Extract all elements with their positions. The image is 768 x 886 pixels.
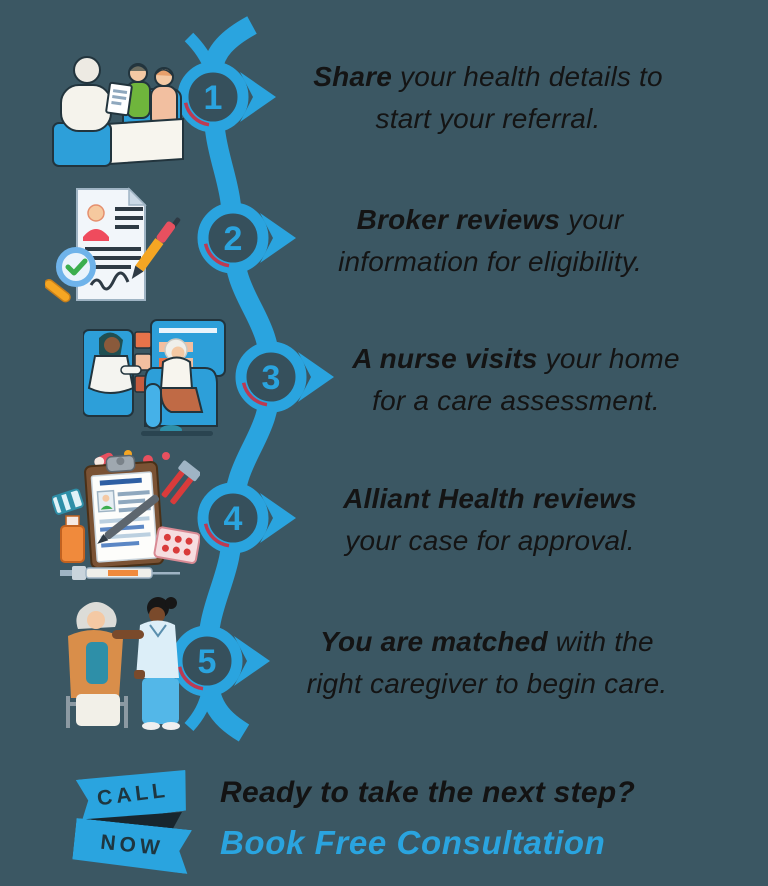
step-1-line2: start your referral. [375,103,601,134]
step-5-line1: with the [547,626,654,657]
arrow-right-icon [260,213,296,263]
step-5-lead: You are matched [320,626,548,657]
document-review-illustration [45,187,181,303]
step-1-line1: your health details to [392,61,663,92]
step-2-text: Broker reviews your information for elig… [288,199,692,283]
clipboard-icon [84,454,165,569]
step-1-lead: Share [313,61,393,92]
medical-records-illustration [52,450,200,580]
arrow-right-icon [240,72,276,122]
step-4-line2: your case for approval. [345,525,635,556]
arrow-right-icon [234,636,270,686]
step-2-line1: your [560,204,624,235]
step-1-number: 1 [204,79,223,117]
step-4-lead: Alliant Health reviews [343,483,637,514]
now-label: NOW [99,830,165,861]
pen-icon [131,217,181,280]
step-3-lead: A nurse visits [352,343,538,374]
medical-tool-icon [161,460,200,505]
step-5-line2: right caregiver to begin care. [306,668,668,699]
magnifier-check-icon [45,247,96,303]
syringe-icon [60,566,180,580]
book-consultation-link[interactable]: Book Free Consultation [220,824,606,861]
arrow-right-icon [260,493,296,543]
caregiver-support-illustration [66,597,180,730]
step-3-number: 3 [262,359,281,397]
call-label: CALL [95,778,171,811]
step-3-line2: for a care assessment. [372,385,660,416]
step-3-line1: your home [537,343,680,374]
step-2-line2: information for eligibility. [338,246,642,277]
step-4-text: Alliant Health reviews your case for app… [286,478,694,562]
consultation-meeting-illustration [52,56,184,167]
step-4-marker: 4 [197,482,296,554]
step-2-marker: 2 [197,202,296,274]
nurse-home-visit-illustration [83,319,226,436]
call-now-stamp[interactable]: CALL NOW [70,768,198,874]
step-1-marker: 1 [177,61,276,133]
step-3-text: A nurse visits your home for a care asse… [318,338,714,422]
step-4-number: 4 [224,500,243,538]
arrow-right-icon [298,352,334,402]
footer-headline: Ready to take the next step? [220,776,636,809]
step-5-text: You are matched with the right caregiver… [254,621,720,705]
pill-blister-icon [153,526,200,564]
step-2-lead: Broker reviews [356,204,561,235]
step-2-number: 2 [224,220,243,258]
step-1-text: Share your health details to start your … [258,56,718,140]
step-5-number: 5 [198,643,217,681]
step-3-marker: 3 [235,341,334,413]
